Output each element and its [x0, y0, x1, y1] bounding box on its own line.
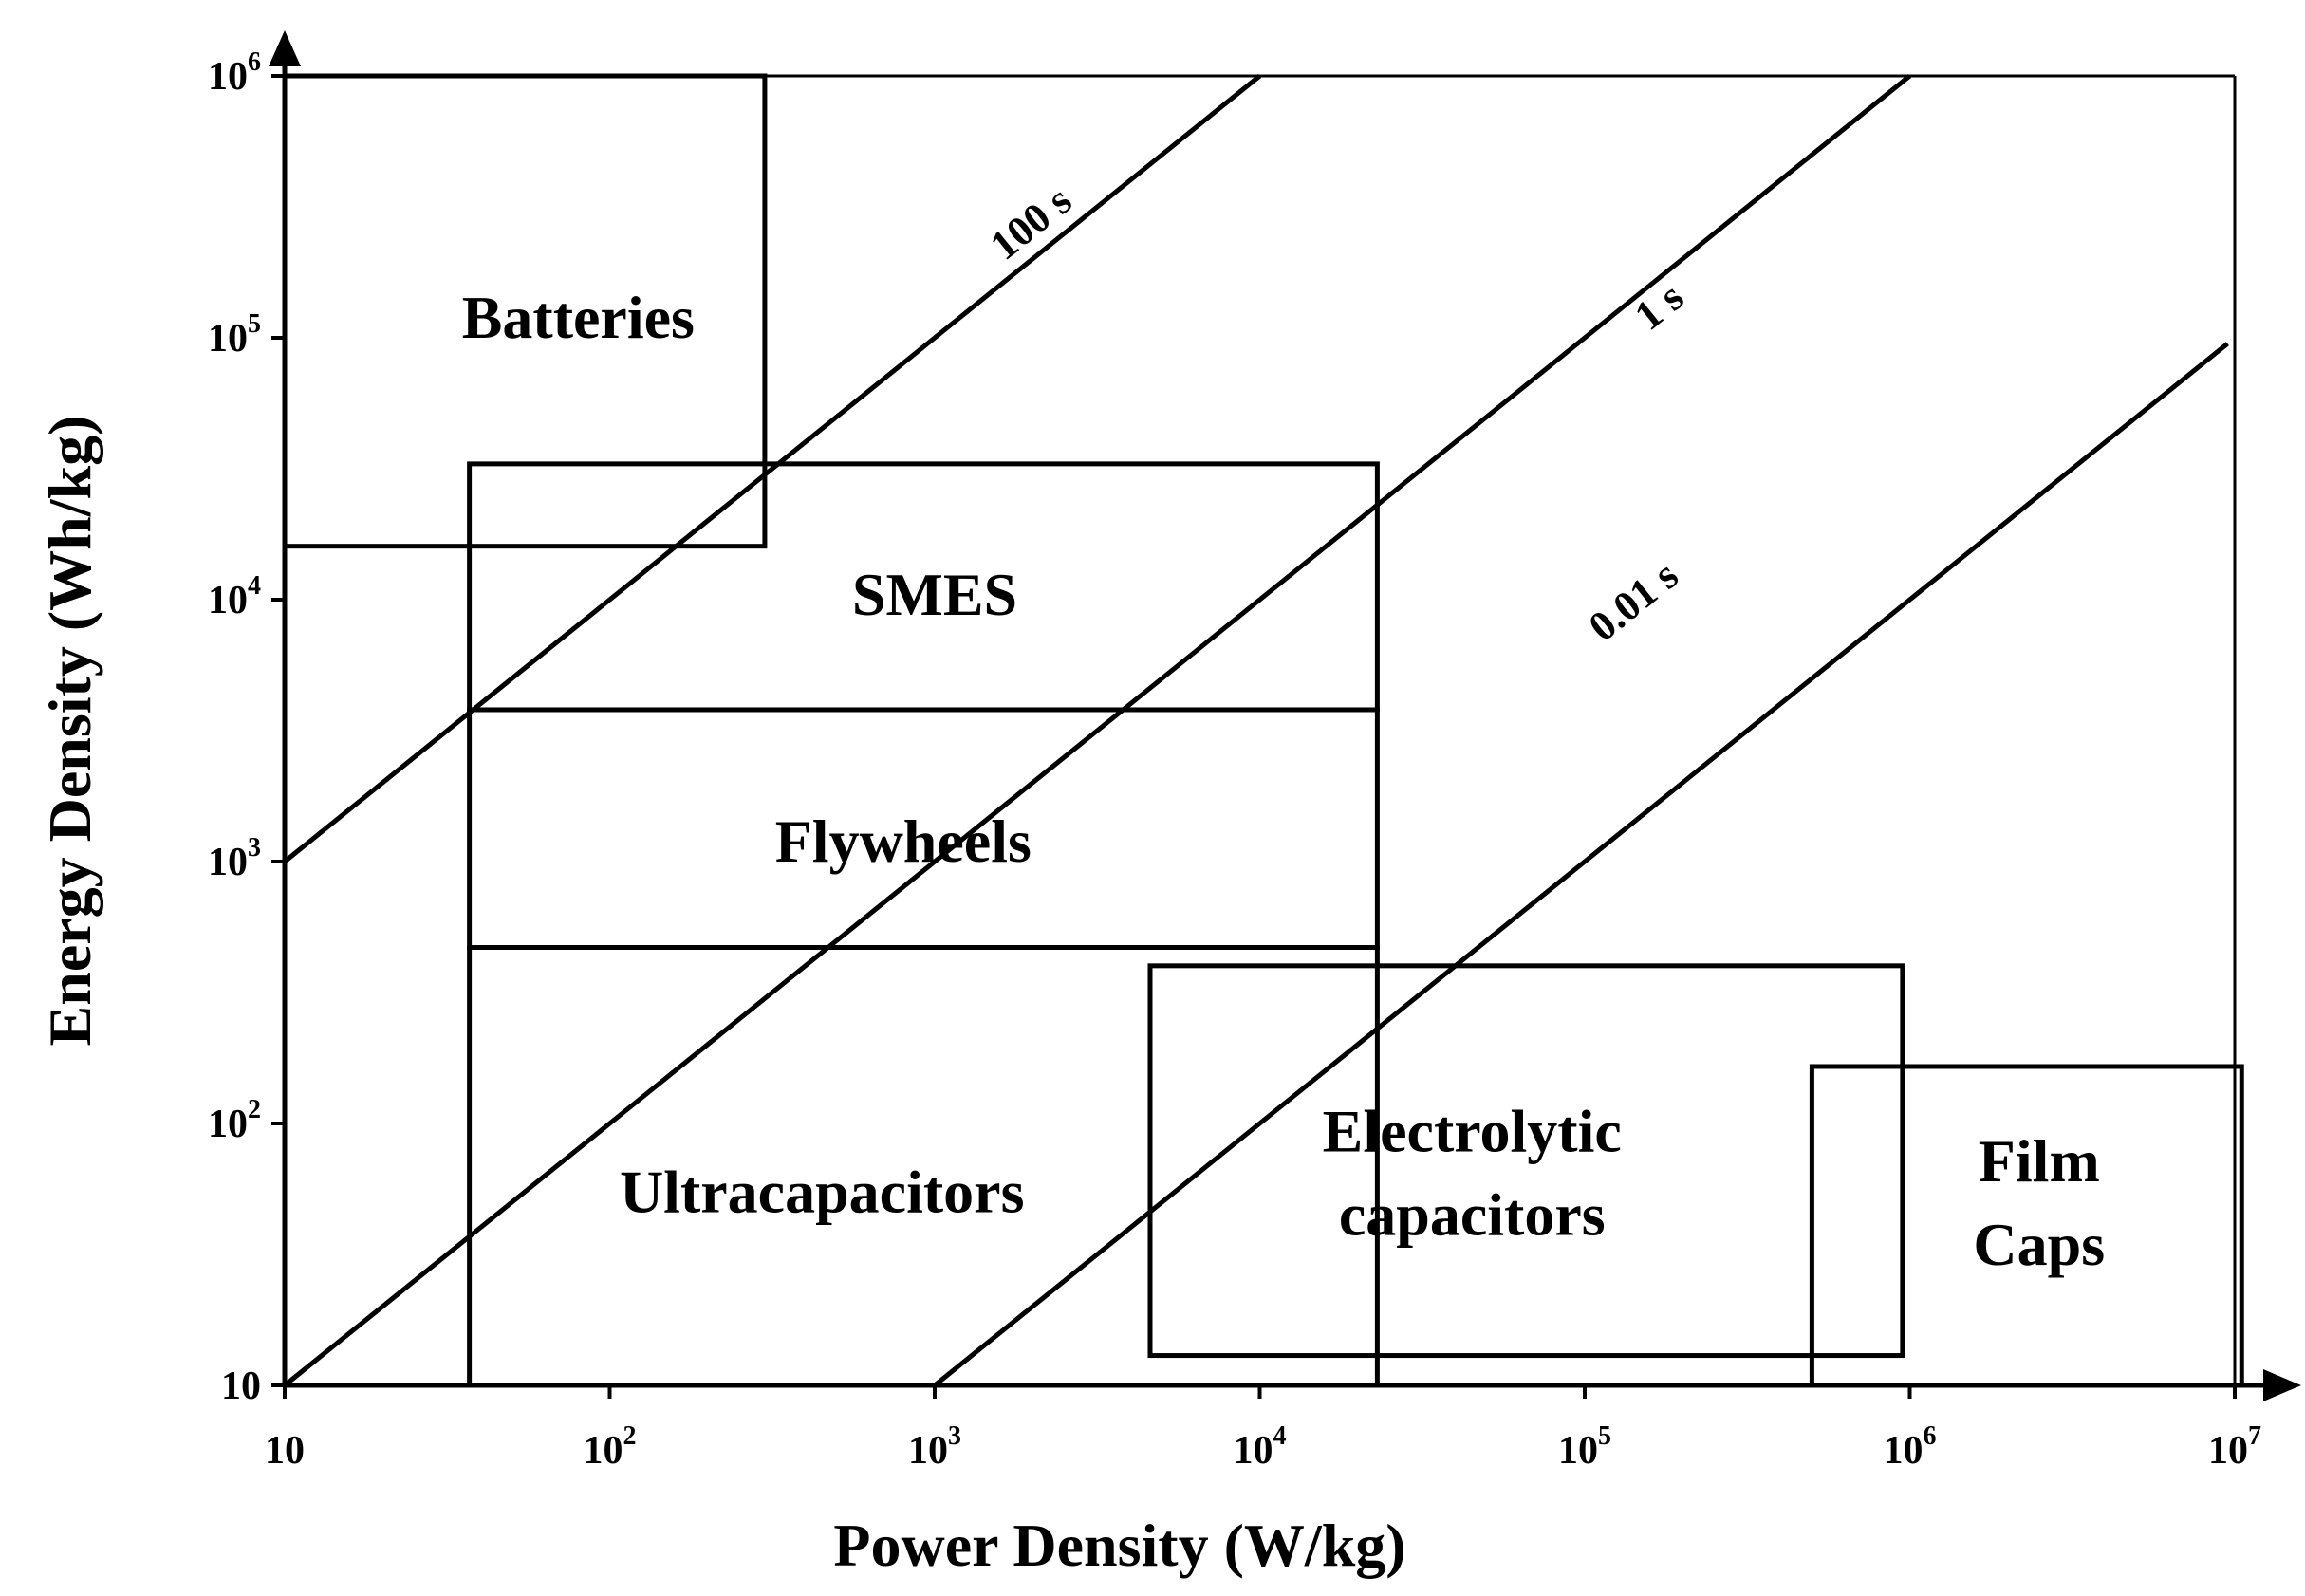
- y-tick-label: 10: [221, 1364, 261, 1408]
- y-tick-label: 106: [208, 47, 261, 99]
- time-line-label-0-01-s: 0.01 s: [1580, 551, 1687, 650]
- y-tick-label: 103: [208, 833, 261, 884]
- x-tick-label: 104: [1234, 1421, 1287, 1473]
- x-tick-label: 10: [265, 1429, 305, 1473]
- y-tick-label: 102: [208, 1095, 261, 1146]
- y-axis-title: Energy Density (Wh/kg): [36, 416, 103, 1047]
- time-line-1-s: [283, 74, 1912, 1387]
- x-tick-label: 102: [584, 1421, 637, 1473]
- time-line-100-s: [283, 74, 1262, 863]
- y-tick-label: 105: [208, 309, 261, 361]
- region-label-smes: SMES: [852, 561, 1017, 628]
- region-label-film-caps-1: Film: [1979, 1127, 2100, 1195]
- time-line-label-1-s: 1 s: [1626, 273, 1692, 340]
- x-tick-label: 106: [1884, 1421, 1937, 1473]
- region-label-electrolytic-capacitors-1: Electrolytic: [1323, 1098, 1622, 1165]
- region-label-film-caps-2: Caps: [1973, 1211, 2105, 1278]
- region-label-ultracapacitors: Ultracapacitors: [620, 1159, 1025, 1226]
- x-axis-arrow: [2263, 1369, 2301, 1401]
- time-line-0-01-s: [933, 342, 2229, 1387]
- x-tick-label: 103: [908, 1421, 961, 1473]
- time-line-label-100-s: 100 s: [981, 176, 1080, 269]
- x-tick-label: 105: [1558, 1421, 1611, 1473]
- region-electrolytic-capacitors: [1147, 963, 1905, 1359]
- x-axis-title: Power Density (W/kg): [833, 1512, 1405, 1579]
- x-tick-label: 107: [2208, 1421, 2261, 1473]
- region-label-electrolytic-capacitors-2: capacitors: [1339, 1181, 1606, 1249]
- y-tick-label: 104: [208, 571, 261, 622]
- region-label-batteries: Batteries: [462, 284, 695, 351]
- region-label-flywheels: Flywheels: [775, 807, 1032, 875]
- y-axis-arrow: [269, 30, 301, 66]
